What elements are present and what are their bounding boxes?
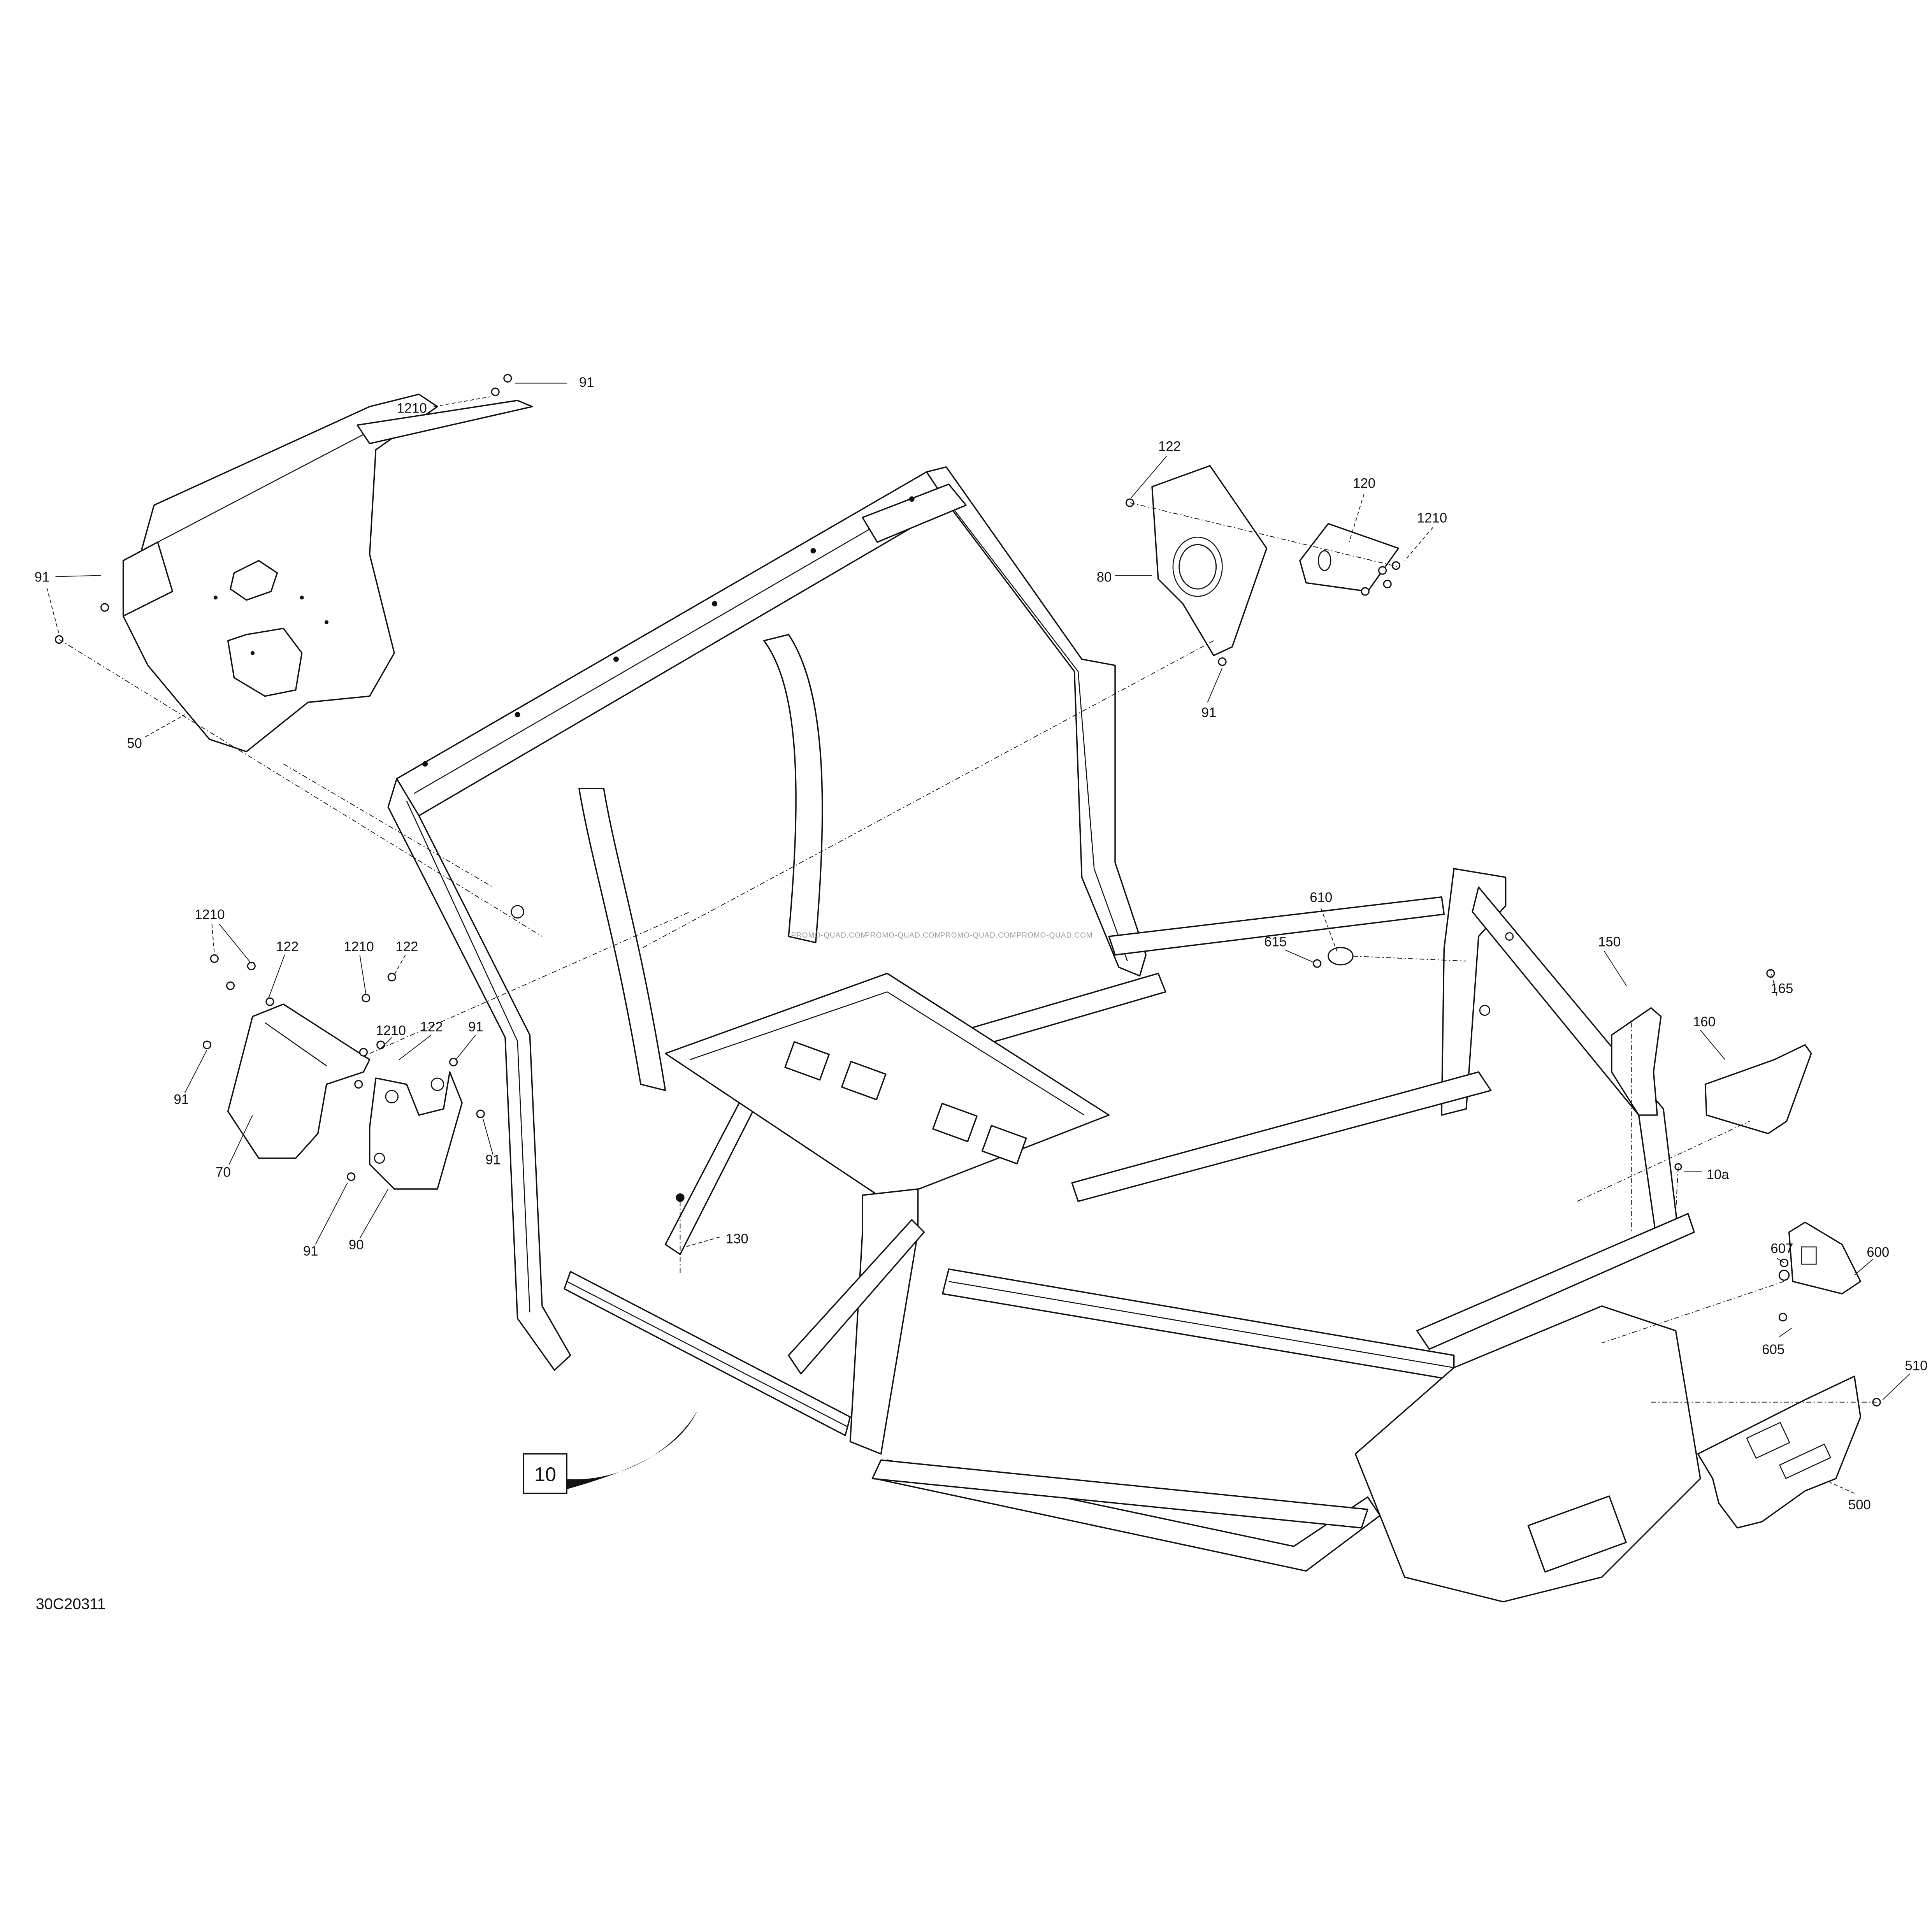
watermark-text: PROMO-QUAD.COM bbox=[865, 931, 941, 940]
watermark-text: PROMO-QUAD.COM bbox=[940, 931, 1017, 940]
callout-122[interactable]: 122 bbox=[395, 939, 418, 954]
callout-label-10: 10 bbox=[534, 1463, 556, 1485]
callout-120[interactable]: 120 bbox=[1353, 476, 1375, 491]
callout-1210[interactable]: 1210 bbox=[344, 939, 374, 954]
callout-615[interactable]: 615 bbox=[1264, 934, 1287, 949]
callout-arrow-icon bbox=[560, 1410, 697, 1491]
watermark-text: PROMO-QUAD.COM bbox=[1017, 931, 1093, 940]
callout-160[interactable]: 160 bbox=[1693, 1014, 1716, 1029]
callout-1210[interactable]: 1210 bbox=[376, 1023, 406, 1038]
callout-150[interactable]: 150 bbox=[1598, 934, 1621, 949]
callout-122[interactable]: 122 bbox=[276, 939, 299, 954]
callout-90[interactable]: 90 bbox=[349, 1237, 364, 1252]
callout-91[interactable]: 91 bbox=[303, 1244, 318, 1259]
part-150-gusset[interactable] bbox=[1611, 1007, 1662, 1116]
leader-lines bbox=[46, 383, 1910, 1494]
part-500-skid-plate[interactable] bbox=[1697, 1375, 1862, 1529]
exploded-view-lines bbox=[59, 502, 1877, 1403]
callout-50[interactable]: 50 bbox=[127, 736, 142, 751]
callout-130[interactable]: 130 bbox=[726, 1231, 748, 1246]
callout-500[interactable]: 500 bbox=[1848, 1497, 1871, 1512]
callout-91[interactable]: 91 bbox=[485, 1152, 501, 1168]
callout-600[interactable]: 600 bbox=[1867, 1245, 1889, 1260]
part-90-bracket[interactable] bbox=[369, 1071, 463, 1190]
part-600-bracket[interactable] bbox=[1788, 1221, 1862, 1294]
callout-122[interactable]: 122 bbox=[1158, 439, 1181, 454]
callout-labels: 91 1210 91 50 122 120 1210 80 91 1210 12… bbox=[35, 375, 1928, 1512]
fasteners bbox=[54, 374, 1881, 1407]
part-70-shield[interactable] bbox=[227, 1003, 371, 1159]
main-frame-assembly[interactable] bbox=[387, 466, 1701, 1603]
part-120-bracket[interactable] bbox=[1299, 523, 1399, 592]
callout-91[interactable]: 91 bbox=[1201, 705, 1217, 720]
callout-605[interactable]: 605 bbox=[1762, 1342, 1784, 1357]
callout-610[interactable]: 610 bbox=[1310, 890, 1332, 905]
callout-91[interactable]: 91 bbox=[579, 375, 594, 390]
part-50-rear-bracket[interactable] bbox=[122, 393, 533, 752]
diagram-code: 30C20311 bbox=[36, 1596, 106, 1613]
watermark: PROMO-QUAD.COM PROMO-QUAD.COM PROMO-QUAD… bbox=[791, 931, 1092, 940]
callout-165[interactable]: 165 bbox=[1770, 981, 1793, 996]
callout-1210[interactable]: 1210 bbox=[1417, 510, 1447, 525]
watermark-text: PROMO-QUAD.COM bbox=[791, 931, 867, 940]
callout-91[interactable]: 91 bbox=[174, 1092, 189, 1107]
callout-70[interactable]: 70 bbox=[216, 1164, 231, 1180]
callout-91[interactable]: 91 bbox=[468, 1019, 483, 1034]
callout-1210[interactable]: 1210 bbox=[195, 907, 225, 922]
callout-122[interactable]: 122 bbox=[420, 1019, 443, 1034]
main-assembly-callout[interactable]: 10 bbox=[523, 1410, 697, 1494]
callout-80[interactable]: 80 bbox=[1097, 569, 1112, 585]
callout-10a[interactable]: 10a bbox=[1707, 1167, 1730, 1182]
part-80-bracket[interactable] bbox=[1151, 465, 1268, 656]
callout-1210[interactable]: 1210 bbox=[397, 401, 427, 416]
callout-510[interactable]: 510 bbox=[1905, 1358, 1927, 1373]
callout-607[interactable]: 607 bbox=[1770, 1241, 1793, 1256]
callout-box-10 bbox=[523, 1453, 567, 1494]
part-160-panel[interactable] bbox=[1704, 1044, 1812, 1135]
callout-91[interactable]: 91 bbox=[35, 569, 50, 585]
